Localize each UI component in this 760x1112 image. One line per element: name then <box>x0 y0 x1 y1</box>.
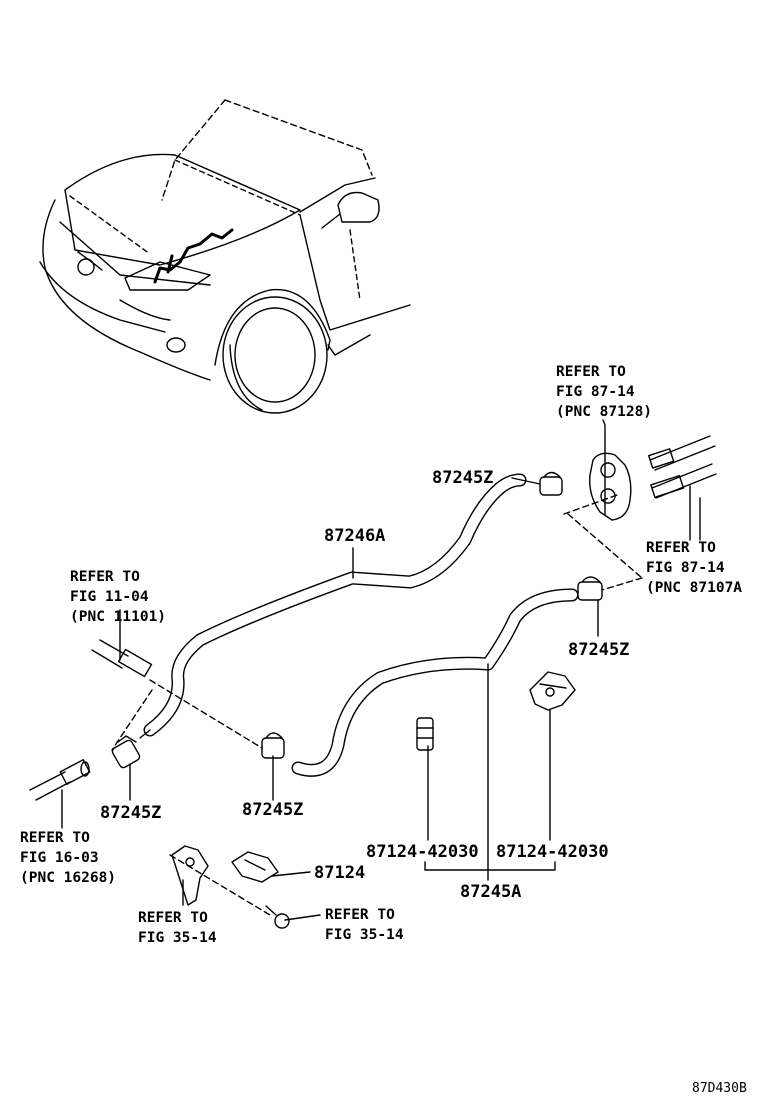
refer-label-bracket: REFER TO FIG 35-14 <box>138 908 217 948</box>
car-illustration <box>39 99 411 414</box>
part-number-87245Z-mid: 87245Z <box>242 800 304 820</box>
part-number-87124-42030-b: 87124-42030 <box>496 842 609 862</box>
refer-line: (PNC 87128) <box>556 404 653 420</box>
refer-label-bolt: REFER TO FIG 35-14 <box>325 905 404 945</box>
part-number-87245A: 87245A <box>460 882 522 902</box>
figure-code: 87D430B <box>692 1081 747 1096</box>
bracket <box>171 845 209 906</box>
refer-line: FIG 11-04 <box>70 589 149 605</box>
clamp-top <box>539 471 563 496</box>
clamp-left <box>111 735 141 769</box>
refer-line: REFER TO <box>325 907 395 923</box>
clamp-mid <box>261 732 285 759</box>
clip-87124-42030-b <box>529 671 576 711</box>
refer-line: (PNC 87107A <box>646 580 743 596</box>
refer-line: FIG 87-14 <box>556 384 635 400</box>
clamp-right <box>577 576 603 601</box>
pipe-16268 <box>29 759 91 801</box>
part-number-87246A: 87246A <box>324 526 386 546</box>
part-number-87245Z-right: 87245Z <box>568 640 630 660</box>
bolt <box>265 905 290 929</box>
part-number-87124: 87124 <box>314 863 366 883</box>
refer-line: FIG 16-03 <box>20 850 99 866</box>
refer-line: FIG 35-14 <box>325 927 404 943</box>
pipe-11101 <box>91 639 153 678</box>
refer-line: FIG 35-14 <box>138 930 217 946</box>
refer-line: REFER TO <box>20 830 90 846</box>
refer-line: REFER TO <box>646 540 716 556</box>
refer-line: REFER TO <box>70 569 140 585</box>
refer-line: FIG 87-14 <box>646 560 725 576</box>
part-number-87245Z-left: 87245Z <box>100 803 162 823</box>
part-number-87124-42030-a: 87124-42030 <box>366 842 479 862</box>
refer-line: REFER TO <box>138 910 208 926</box>
refer-label-right: REFER TO FIG 87-14 (PNC 87107A <box>646 538 742 598</box>
refer-line: REFER TO <box>556 364 626 380</box>
refer-label-bottom-left: REFER TO FIG 16-03 (PNC 16268) <box>20 828 116 888</box>
part-number-87245Z-top: 87245Z <box>432 468 494 488</box>
refer-label-left: REFER TO FIG 11-04 (PNC 11101) <box>70 567 166 627</box>
clip-87124 <box>231 851 279 883</box>
refer-line: (PNC 16268) <box>20 870 117 886</box>
refer-label-top-right: REFER TO FIG 87-14 (PNC 87128) <box>556 362 652 422</box>
refer-line: (PNC 11101) <box>70 609 167 625</box>
leader-lines <box>61 419 701 921</box>
grommet-87128 <box>589 435 717 521</box>
clip-87124-42030-a <box>416 717 434 751</box>
hose-87245A <box>291 588 579 777</box>
hose-87246A <box>139 473 527 739</box>
